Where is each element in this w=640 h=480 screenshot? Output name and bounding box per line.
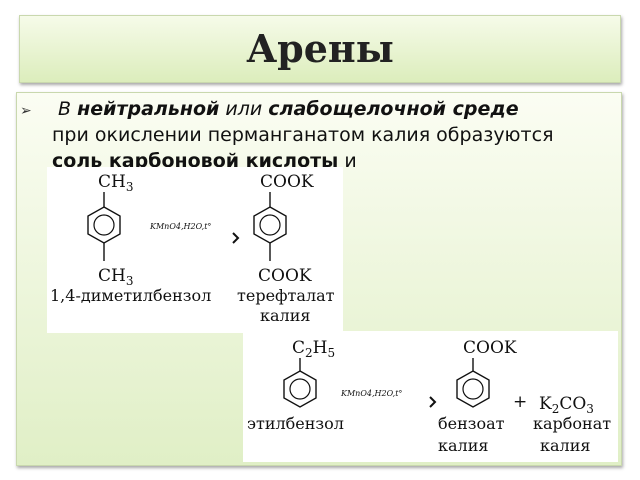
r1-reactant-bottom: CH3 (98, 266, 133, 288)
benzene-ring-3 (283, 370, 317, 408)
title-banner: Арены (19, 15, 621, 83)
benzene-ring-4 (456, 370, 490, 408)
r1-product-name-2: калия (260, 306, 310, 325)
text-part-7: и (344, 150, 357, 172)
bullet-arrow-icon: ➢ (20, 103, 32, 119)
text-part-5: при окислении перманганатом калия образу… (52, 124, 554, 146)
reaction-2-diagram: C2H5 KMnO4,H2O,t° COOK + K2CO3 этилбензо… (247, 338, 611, 455)
r1-product-name-1: терефталат (237, 286, 335, 305)
benzene-ring-1 (87, 206, 121, 244)
r2-product2-name-1: карбонат (533, 414, 611, 433)
r1-arrow-icon (232, 232, 240, 244)
text-emph-neutral: нейтральной (77, 98, 220, 120)
text-emph-alkaline: слабощелочной среде (268, 98, 519, 120)
r2-k2co3: K2CO3 (539, 394, 594, 416)
r1-reactant-name: 1,4-диметилбензол (50, 286, 211, 305)
r2-plus: + (513, 392, 527, 412)
r2-product1-name-2: калия (438, 436, 488, 455)
r2-product1-name-1: бензоат (438, 414, 505, 433)
reaction-2-panel: C2H5 KMnO4,H2O,t° COOK + K2CO3 этилбензо… (243, 331, 618, 462)
text-part-3: или (225, 98, 263, 120)
r2-product-top: COOK (463, 338, 517, 358)
r1-conditions: KMnO4,H2O,t° (149, 222, 211, 231)
reaction-1-panel: CH3 CH3 KMnO4,H2O,t° COOK COOK 1,4-димет… (47, 167, 343, 333)
r2-arrow-icon (429, 396, 437, 408)
text-part-1: В (58, 98, 72, 120)
text-emph-salt: соль карбоновой кислоты (52, 150, 339, 172)
slide-title: Арены (246, 26, 394, 71)
benzene-ring-2 (253, 206, 287, 244)
reaction-1-diagram: CH3 CH3 KMnO4,H2O,t° COOK COOK 1,4-димет… (50, 172, 335, 325)
r1-reactant-top: CH3 (98, 172, 133, 194)
r1-product-top: COOK (260, 172, 314, 192)
r2-conditions: KMnO4,H2O,t° (340, 389, 402, 398)
bullet-text: В нейтральной или слабощелочной среде пр… (52, 96, 592, 174)
r2-reactant-name: этилбензол (247, 414, 344, 433)
r2-product2-name-2: калия (540, 436, 590, 455)
r1-product-bottom: COOK (258, 266, 312, 286)
r2-reactant-top: C2H5 (292, 338, 335, 360)
